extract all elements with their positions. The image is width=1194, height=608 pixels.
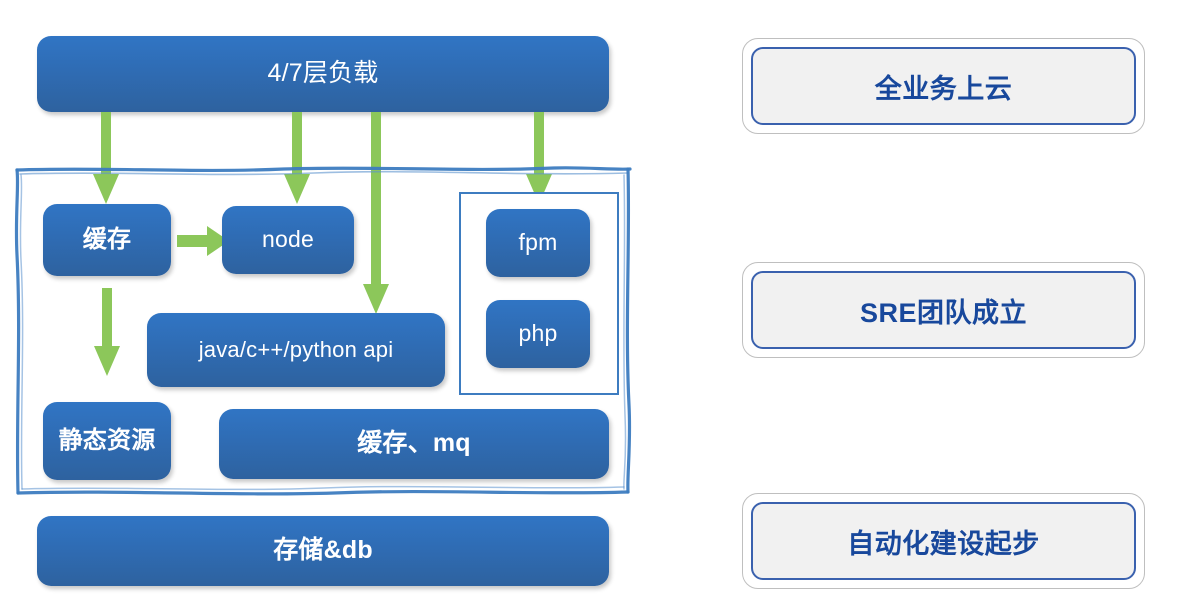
node-storage-db[interactable]: 存储&db bbox=[37, 516, 609, 586]
node-node[interactable]: node bbox=[222, 206, 354, 274]
arrow-lb-to-node bbox=[284, 112, 310, 204]
milestone-card-1-label: 全业务上云 bbox=[751, 47, 1136, 125]
milestone-card-3[interactable]: 自动化建设起步 bbox=[742, 493, 1145, 589]
milestone-card-3-label: 自动化建设起步 bbox=[751, 502, 1136, 580]
milestone-card-1[interactable]: 全业务上云 bbox=[742, 38, 1145, 134]
app-tier-container bbox=[14, 165, 632, 496]
arrow-cache-to-node bbox=[177, 225, 229, 257]
milestone-card-2-label: SRE团队成立 bbox=[751, 271, 1136, 349]
node-cache-mq[interactable]: 缓存、mq bbox=[219, 409, 609, 479]
node-cache[interactable]: 缓存 bbox=[43, 204, 171, 276]
node-load-balancer[interactable]: 4/7层负载 bbox=[37, 36, 609, 112]
node-fpm[interactable]: fpm bbox=[486, 209, 590, 277]
node-static-resources[interactable]: 静态资源 bbox=[43, 402, 171, 480]
arrow-lb-to-cache bbox=[93, 112, 119, 204]
node-api[interactable]: java/c++/python api bbox=[147, 313, 445, 387]
arrow-lb-to-php-group bbox=[526, 112, 552, 204]
arrow-lb-to-api bbox=[363, 112, 389, 314]
milestone-card-2[interactable]: SRE团队成立 bbox=[742, 262, 1145, 358]
arrow-cache-to-static bbox=[94, 288, 120, 376]
node-php[interactable]: php bbox=[486, 300, 590, 368]
sketchy-border bbox=[14, 166, 632, 496]
